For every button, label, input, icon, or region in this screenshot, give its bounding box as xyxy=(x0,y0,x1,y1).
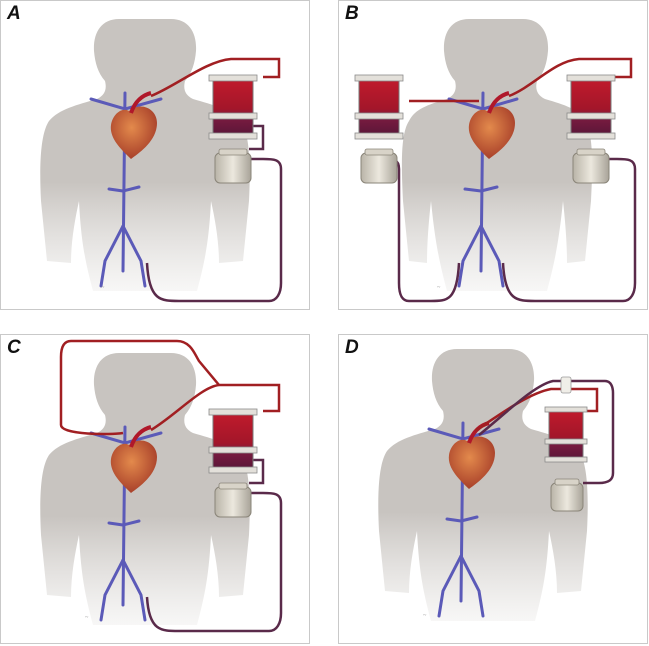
panel-a-illustration: ~ xyxy=(40,19,283,303)
signature-mark: ~ xyxy=(437,285,441,291)
panel-a: A ~ xyxy=(0,0,310,310)
venous-drainage-line xyxy=(145,157,283,303)
panel-label: A xyxy=(7,3,21,24)
oxygenator-reservoir-icon xyxy=(208,408,258,474)
oxygenator-reservoir-icon xyxy=(354,74,404,140)
signature-mark: ~ xyxy=(101,285,105,291)
arterial-return-line xyxy=(508,57,633,98)
pump-icon xyxy=(550,478,584,512)
panel-label: B xyxy=(345,3,359,24)
panel-b-illustration: ~ xyxy=(354,19,637,303)
heart-icon xyxy=(110,91,157,159)
arterial-return-line xyxy=(59,339,220,436)
heart-icon xyxy=(468,91,515,159)
pump-icon xyxy=(214,482,252,518)
arterial-return-line xyxy=(150,383,281,432)
signature-mark: ~ xyxy=(423,613,427,619)
panel-d: D ~ xyxy=(338,334,648,644)
human-silhouette xyxy=(40,19,250,291)
pump-icon xyxy=(360,148,398,184)
cannula-connector xyxy=(560,376,572,394)
arterial-return-line xyxy=(150,57,281,98)
human-silhouette xyxy=(40,353,250,625)
panel-label: C xyxy=(7,337,21,358)
heart-icon xyxy=(110,425,157,493)
venous-drainage-line xyxy=(145,491,283,633)
pump-icon xyxy=(214,148,252,184)
venous-drainage-line xyxy=(501,157,637,303)
pump-icon xyxy=(572,148,610,184)
oxygenator-reservoir-icon xyxy=(208,74,258,140)
panel-label: D xyxy=(345,337,359,358)
panel-c-illustration: ~ xyxy=(40,339,283,633)
oxygenator-reservoir-icon xyxy=(566,74,616,140)
human-silhouette xyxy=(378,349,588,621)
panel-d-illustration: ~ xyxy=(378,349,615,621)
signature-mark: ~ xyxy=(85,615,89,621)
panel-c: C ~ xyxy=(0,334,310,644)
venous-drainage-line xyxy=(478,379,615,485)
panel-b: B xyxy=(338,0,648,310)
oxygenator-reservoir-icon xyxy=(544,406,588,463)
human-silhouette xyxy=(401,19,593,291)
arterial-return-line xyxy=(474,387,599,433)
